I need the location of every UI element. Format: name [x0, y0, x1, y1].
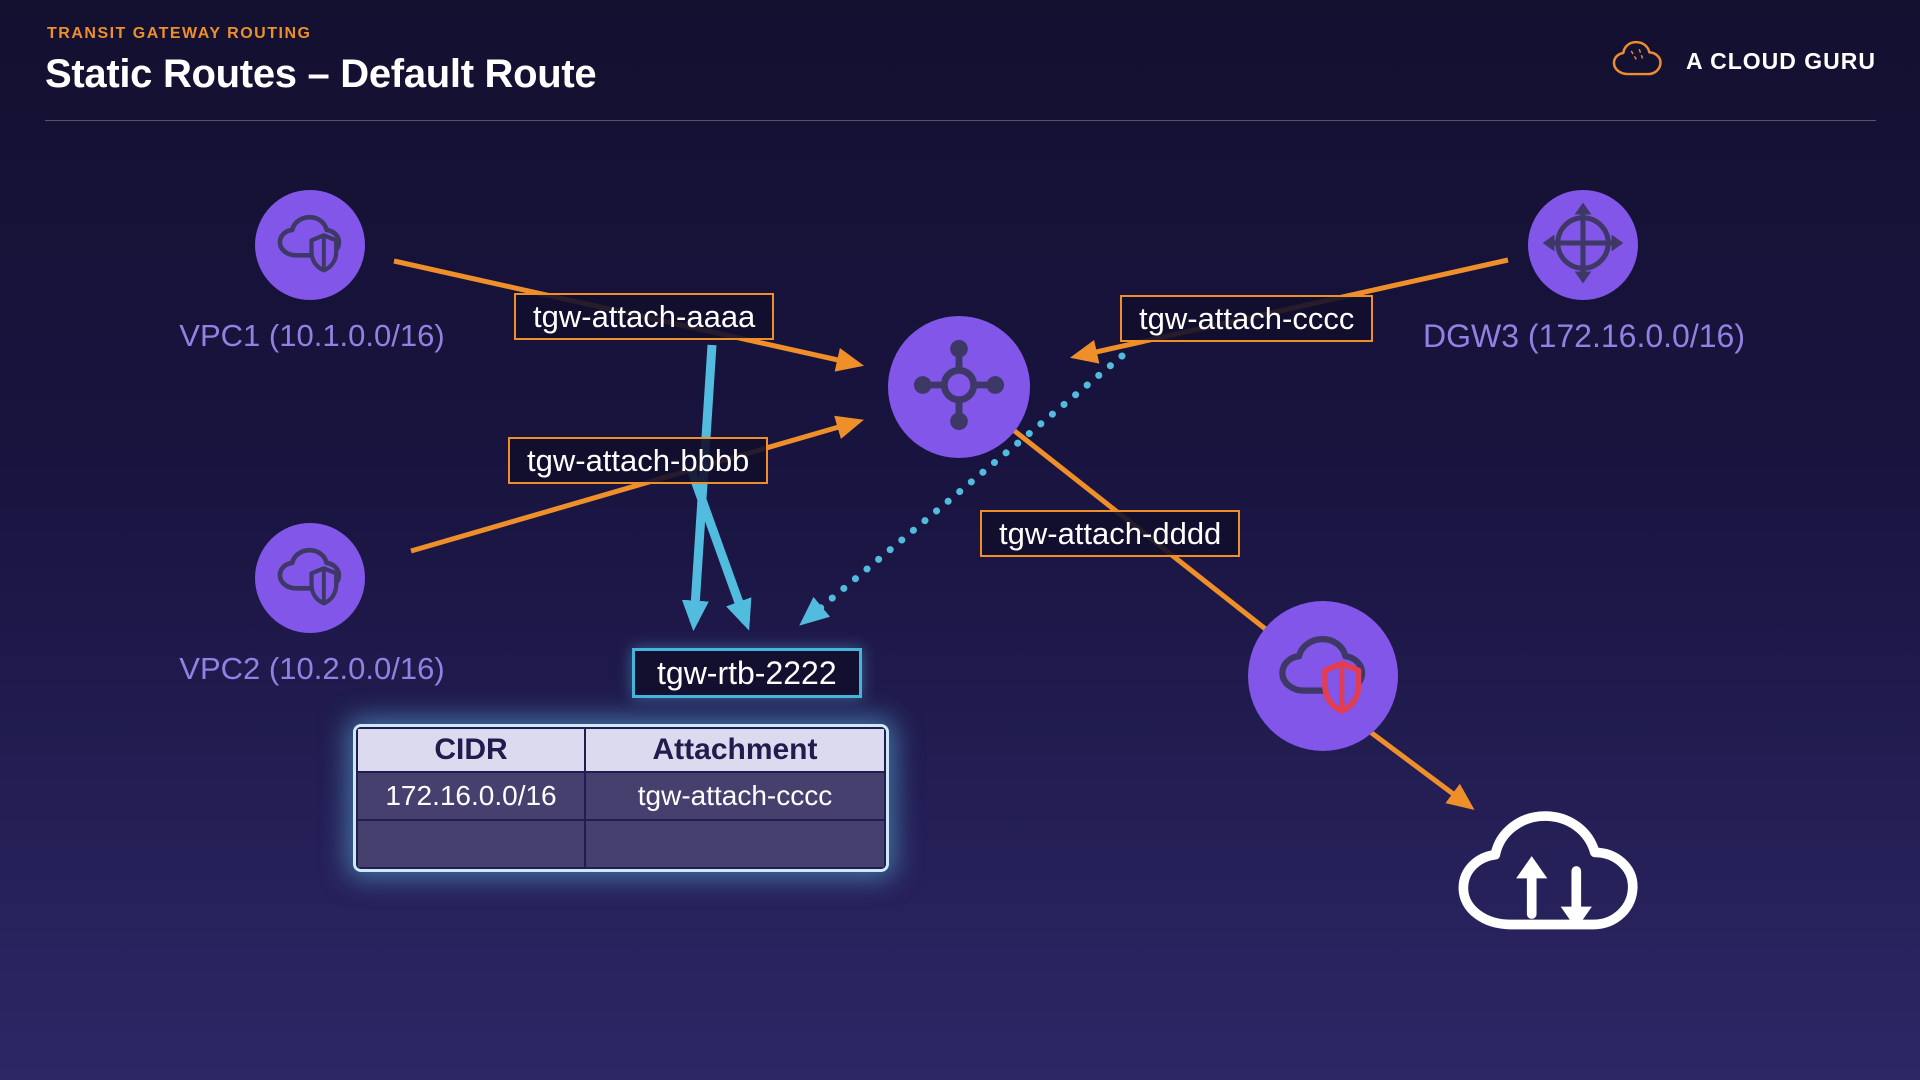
- vpc1-node: [255, 190, 365, 300]
- badge-tgw-attach-aaaa: tgw-attach-aaaa: [514, 293, 775, 341]
- route-cidr-cell: [356, 819, 586, 869]
- route-attachment-cell: [584, 819, 886, 869]
- dgw3-label: DGW3 (172.16.0.0/16): [1423, 318, 1745, 354]
- badge-tgw-attach-bbbb: tgw-attach-bbbb: [508, 437, 769, 485]
- badge-tgw-attach-dddd: tgw-attach-dddd: [980, 510, 1241, 558]
- route-table-header-attachment: Attachment: [584, 727, 886, 773]
- table-row: [356, 819, 886, 869]
- cloud-red-shield-icon: [1273, 629, 1373, 724]
- egress-vpc-node: [1248, 601, 1398, 751]
- dgw3-node: [1528, 190, 1638, 300]
- page-title: Static Routes – Default Route: [45, 52, 597, 96]
- arrow-egress-vpc-to-internet: [1367, 728, 1475, 810]
- route-table: CIDR Attachment 172.16.0.0/16 tgw-attach…: [353, 724, 889, 872]
- header-divider: [45, 120, 1876, 121]
- internet-cloud-icon: [1450, 796, 1658, 951]
- transit-gateway-node: [888, 316, 1030, 458]
- arrow-association-bbbb: [687, 470, 752, 631]
- route-table-header-cidr: CIDR: [356, 727, 586, 773]
- cloud-shield-icon: [273, 210, 347, 281]
- acg-cloud-icon: [1610, 36, 1672, 87]
- brand-logo: A CLOUD GURU: [1610, 36, 1876, 87]
- brand-name: A CLOUD GURU: [1685, 48, 1876, 74]
- route-cidr-cell: 172.16.0.0/16: [356, 771, 586, 821]
- gateway-arrows-icon: [1541, 201, 1625, 290]
- arrow-vpc2-to-tgw: [410, 415, 864, 554]
- vpc1-label: VPC1 (10.1.0.0/16): [179, 318, 445, 353]
- badge-tgw-attach-cccc: tgw-attach-cccc: [1120, 295, 1374, 343]
- route-table-header-row: CIDR Attachment: [356, 727, 886, 773]
- transit-gateway-hub-icon: [910, 336, 1008, 439]
- lesson-eyebrow: TRANSIT GATEWAY ROUTING: [47, 25, 312, 42]
- cloud-shield-icon: [273, 543, 347, 614]
- route-table-title: tgw-rtb-2222: [632, 648, 862, 699]
- vpc2-label: VPC2 (10.2.0.0/16): [179, 651, 445, 686]
- table-row: 172.16.0.0/16 tgw-attach-cccc: [356, 771, 886, 821]
- vpc2-node: [255, 523, 365, 633]
- route-attachment-cell: tgw-attach-cccc: [584, 771, 886, 821]
